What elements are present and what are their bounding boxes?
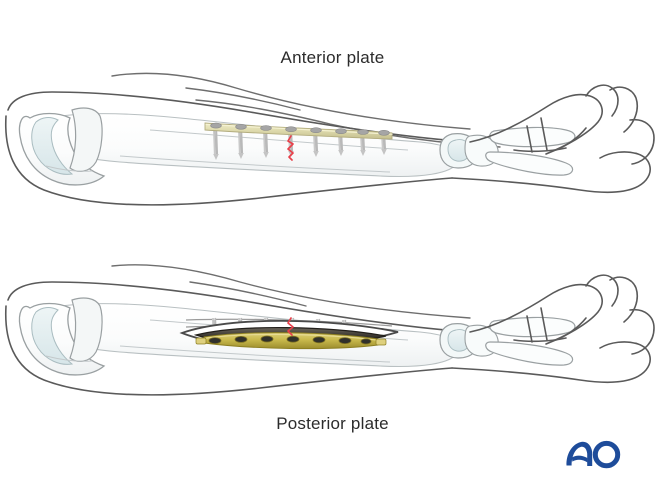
posterior-plate-end-right — [375, 338, 387, 346]
anterior-trochlear-notch-cartilage — [31, 117, 74, 175]
anterior-coronoid — [69, 107, 103, 172]
ao-logo-mark: AO — [566, 440, 621, 469]
posterior-trochlear-notch-cartilage — [31, 307, 74, 365]
posterior-plate-screw-holes — [208, 335, 372, 345]
anterior-forearm-bone-mass — [39, 113, 460, 178]
anterior-screw-heads — [210, 122, 390, 136]
posterior-plate-caption: Posterior plate — [276, 414, 389, 433]
posterior-plate-highlight — [205, 333, 377, 341]
panel-posterior — [4, 264, 655, 396]
anterior-metacarpals — [485, 126, 576, 176]
panel-anterior — [4, 72, 655, 206]
anterior-plate-construct — [204, 122, 393, 160]
posterior-fracture-line — [287, 317, 294, 336]
posterior-skin-outline-upper — [7, 281, 471, 333]
anterior-bone-detail-lines — [45, 129, 409, 173]
anterior-hand-outline — [451, 84, 655, 194]
ao-foundation-logo: AO — [563, 437, 625, 471]
posterior-plate-end-left — [195, 337, 207, 345]
posterior-hand-outline — [451, 274, 655, 384]
posterior-wrist-carpals — [439, 323, 499, 359]
anterior-skin-outline-lower — [4, 115, 453, 206]
posterior-upper-contour — [111, 264, 471, 319]
anterior-plate-caption: Anterior plate — [280, 48, 385, 67]
posterior-coronoid — [69, 297, 103, 362]
anterior-wrist-carpals — [439, 133, 499, 169]
anterior-fracture-line — [287, 135, 294, 161]
posterior-skin-outline-lower — [4, 305, 453, 396]
